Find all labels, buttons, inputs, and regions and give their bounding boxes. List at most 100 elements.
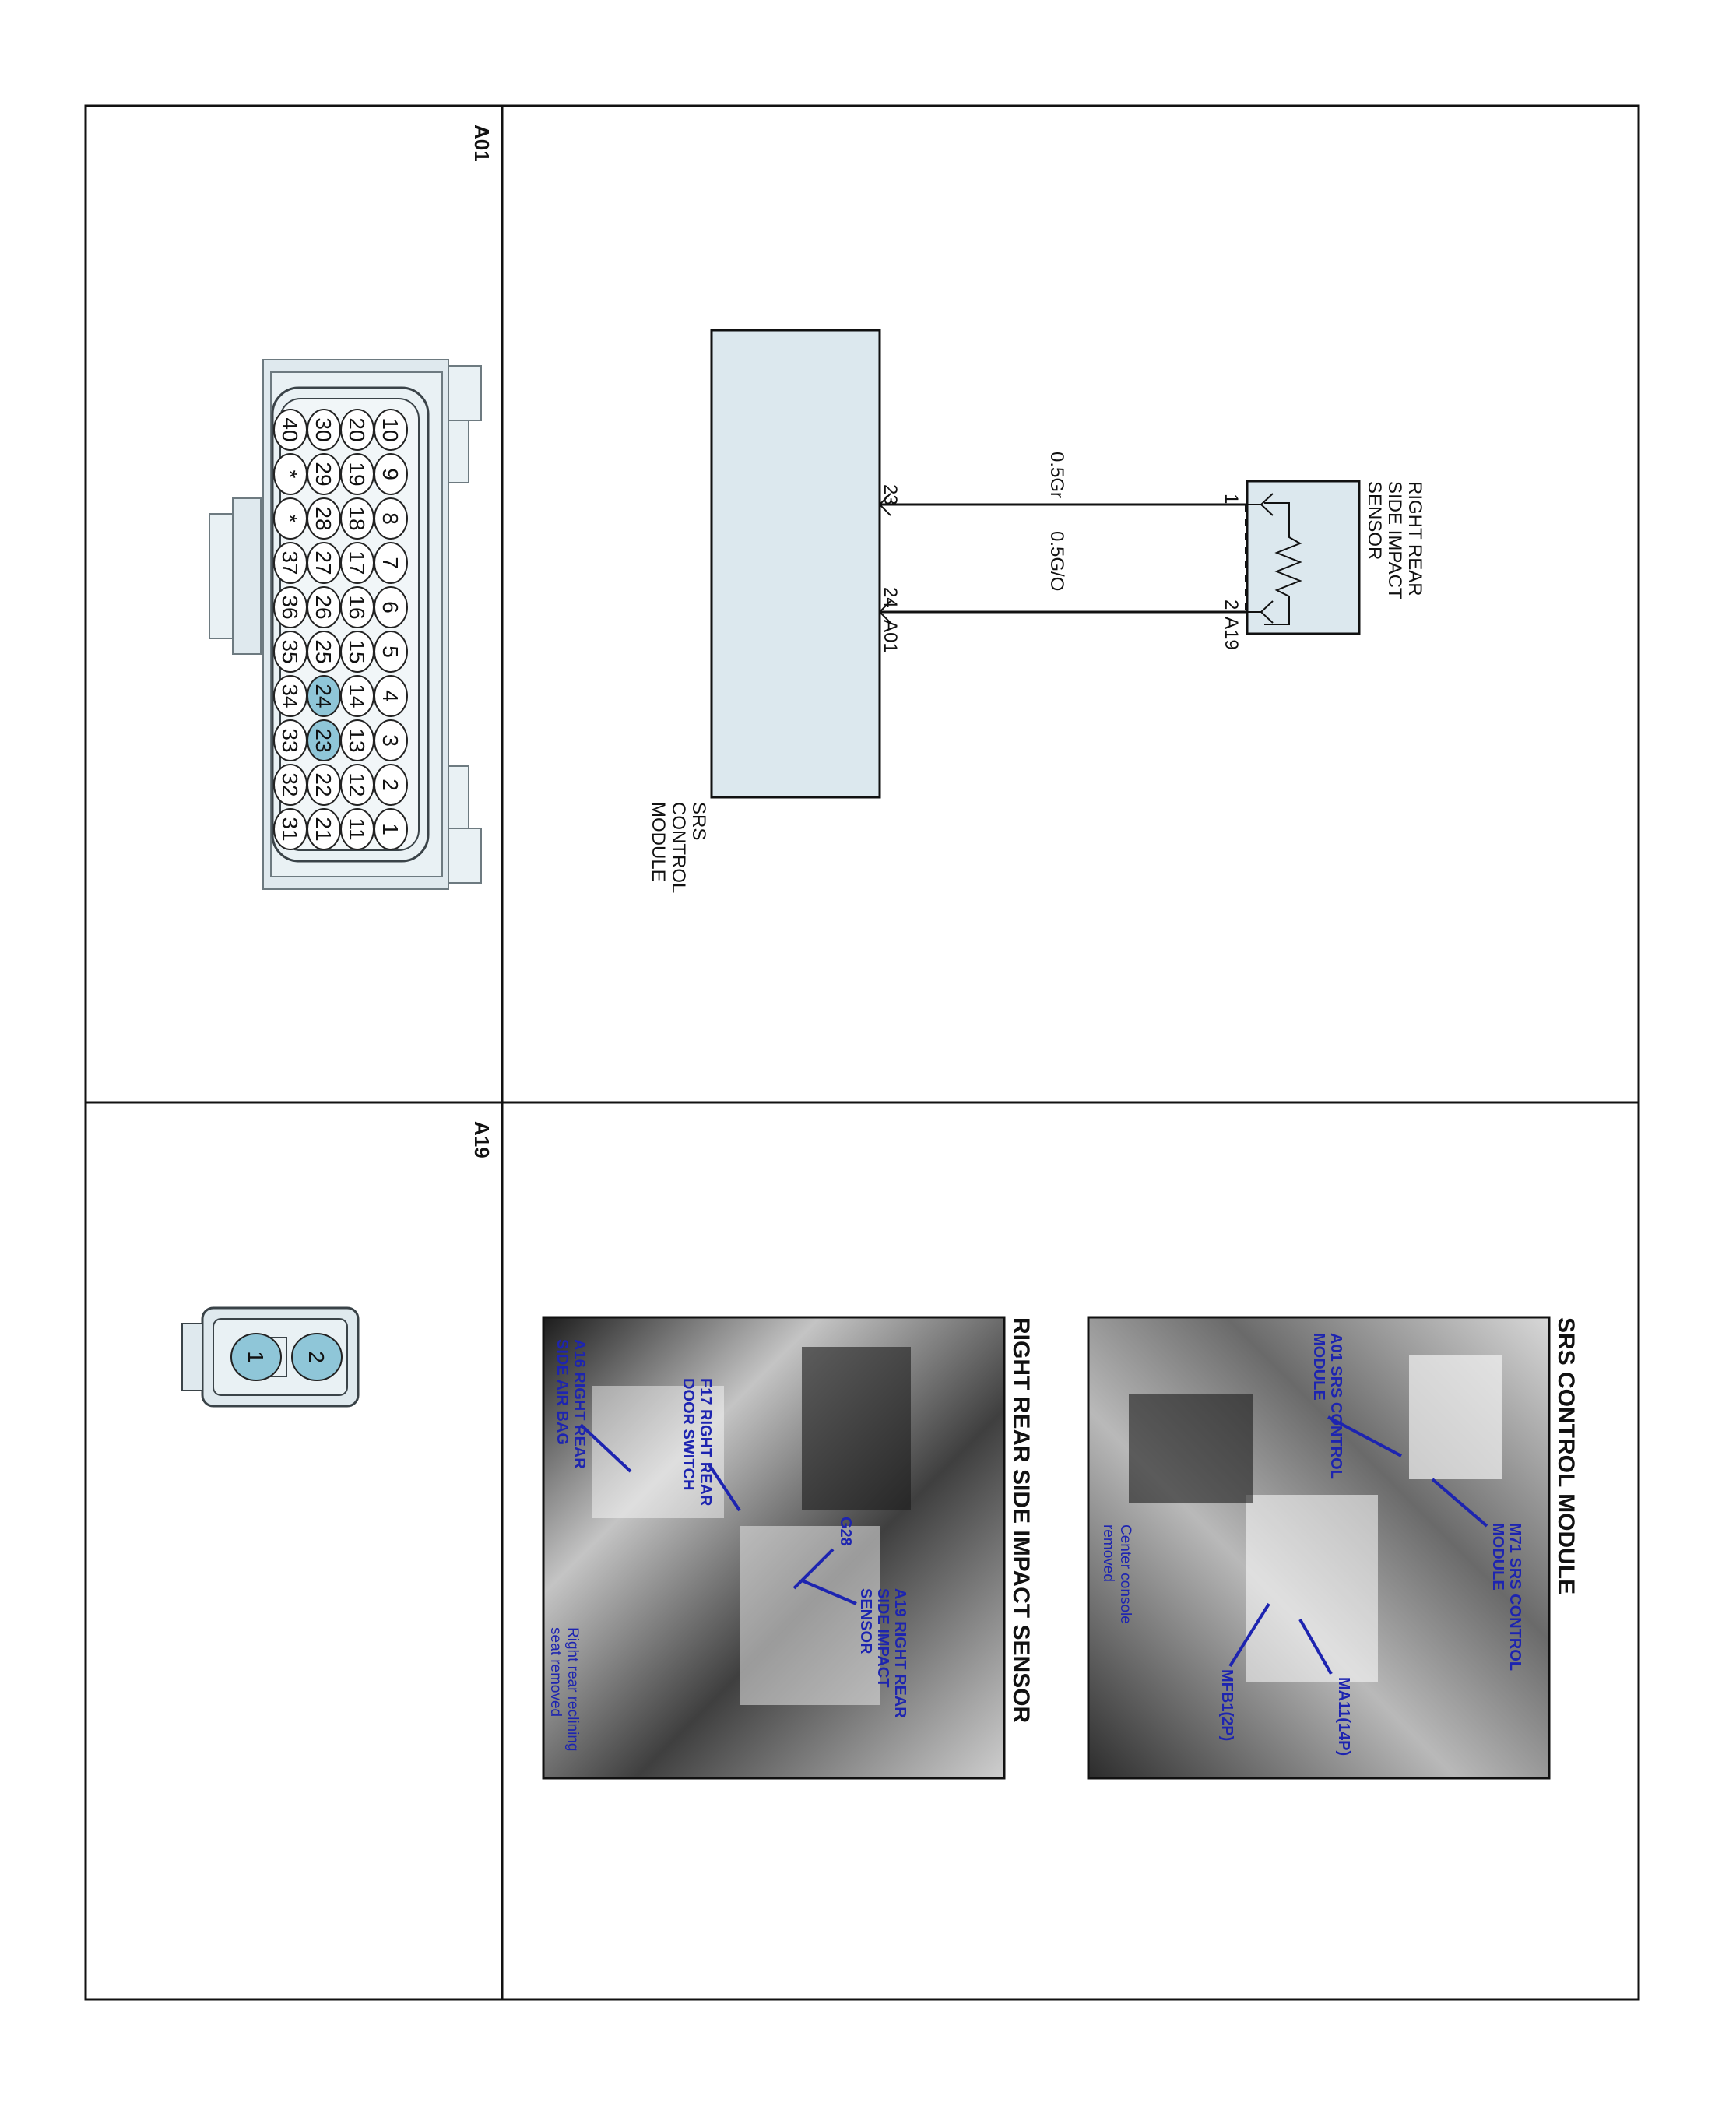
a01-pin-14: 14 [340,675,374,717]
callout-f17-right-rear-door-switch-1: F17 RIGHT REAR [697,1378,714,1507]
a01-pin-37: 37 [273,542,307,584]
a01-pin-18-label: 18 [345,506,369,530]
a01-connector-panel: A01 109876543212019181716151413121130292… [209,125,494,890]
a01-pin-8-label: 8 [378,512,402,525]
a01-pin-36: 36 [273,586,307,628]
sensor-pin-2-number: 2 [1221,599,1242,610]
callout-a19-arrow [801,1579,857,1605]
sensor-pin-1-number: 1 [1221,494,1242,504]
wire-color-gr: 0.5Gr [1046,452,1067,498]
a01-pin-13: 13 [340,719,374,761]
a01-pin-19: 19 [340,453,374,495]
a01-pin-26-label: 26 [311,595,336,619]
a01-pin-21-label: 21 [311,817,336,841]
a19-pin-2-label: 2 [304,1351,329,1363]
a01-pin-40: 40 [273,409,307,451]
a01-pin-30: 30 [307,409,341,451]
a19-connector-panel: A19 21 [181,1121,494,1408]
a01-pin-32-label: 32 [278,772,302,796]
a01-pin-32: 32 [273,764,307,806]
callout-m71-arrow [1431,1478,1488,1528]
callout-a16-right-rear-side-air-bag-1: A16 RIGHT REAR [571,1339,588,1469]
a01-pin-20: 20 [340,409,374,451]
a01-pin-10-label: 10 [378,417,402,441]
a01-pin-unused-3-1: * [273,453,307,495]
a01-pin-16-label: 16 [345,595,369,619]
module-label-line-2: CONTROL [668,802,689,893]
a19-connector-label: A19 [470,1121,494,1158]
callout-g28-arrow [792,1548,835,1590]
a01-pin-36-label: 36 [278,595,302,619]
a01-pin-9-label: 9 [378,468,402,480]
right-rear-side-impact-sensor-photo-panel: RIGHT REAR SIDE IMPACT SENSOR A16 RIGHT … [542,1316,1034,1780]
module-pin-24-number: 24 [880,587,901,608]
srs-control-module-symbol [710,329,881,799]
a01-pin-31-label: 31 [278,817,302,841]
callout-a01-arrow [1327,1415,1402,1457]
a19-pin-grid: 21 [230,1333,343,1381]
callout-m71-srs-control-module-1: M71 SRS CONTROL [1506,1523,1523,1671]
a01-pin-12: 12 [340,764,374,806]
a01-pin-6-label: 6 [378,601,402,614]
a01-pin-19-label: 19 [345,462,369,486]
callout-a19-right-rear-side-impact-sensor-2: SIDE IMPACT [874,1588,891,1687]
a01-pin-8: 8 [374,497,408,540]
a01-pin-37-label: 37 [278,550,302,575]
a01-pin-3: 3 [374,719,408,761]
a01-pin-2: 2 [374,764,408,806]
sensor-label-line-1: RIGHT REAR [1404,481,1425,596]
a01-connector-label: A01 [470,125,494,162]
module-connector-id: A01 [880,620,901,653]
a01-pin-9: 9 [374,453,408,495]
note-right-rear-reclining-seat-removed-2: seat removed [547,1627,564,1717]
note-center-console-removed-2: removed [1100,1524,1116,1582]
a01-pin-24: 24 [307,675,341,717]
module-label-line-1: SRS [688,802,709,840]
diagram-frame [84,104,1640,2001]
a01-pin-28-label: 28 [311,506,336,530]
a01-pin-16: 16 [340,586,374,628]
a01-pin-13-label: 13 [345,728,369,752]
a01-pin-29: 29 [307,453,341,495]
a01-pin-23-label: 23 [311,728,336,752]
a01-pin-unused-3-2: * [273,497,307,540]
a01-pin-30-label: 30 [311,417,336,441]
a01-pin-2-label: 2 [378,779,402,791]
a01-pin-1: 1 [374,808,408,850]
a01-pin-22: 22 [307,764,341,806]
a01-pin-33: 33 [273,719,307,761]
a01-pin-29-label: 29 [311,462,336,486]
sensor-label-line-3: SENSOR [1364,481,1385,560]
callout-mfb1-arrow [1228,1602,1270,1668]
a01-pin-18: 18 [340,497,374,540]
a01-pin-20-label: 20 [345,417,369,441]
callout-a16-arrow [579,1423,632,1473]
a01-pin-34-label: 34 [278,684,302,708]
a01-pin-17: 17 [340,542,374,584]
sensor-label-line-2: SIDE IMPACT [1384,481,1405,599]
a01-pin-17-label: 17 [345,550,369,575]
a01-pin-3-label: 3 [378,734,402,747]
a01-pin-14-label: 14 [345,684,369,708]
wire-color-g-o: 0.5G/O [1046,531,1067,591]
a01-pin-34: 34 [273,675,307,717]
a19-pin-2: 2 [291,1333,343,1381]
a01-pin-27-label: 27 [311,550,336,575]
callout-ma11-arrow [1298,1619,1333,1675]
a01-pin-24-label: 24 [311,684,336,708]
a01-pin-12-label: 12 [345,772,369,796]
a01-pin-27: 27 [307,542,341,584]
a01-pin-35-label: 35 [278,639,302,663]
a01-pin-33-label: 33 [278,728,302,752]
a01-pin-5-label: 5 [378,645,402,658]
callout-g28: G28 [837,1517,854,1546]
a01-pin-4-label: 4 [378,690,402,702]
a01-pin-unused-3-1-label: * [278,470,302,479]
a01-pin-grid: 1098765432120191817161514131211302928272… [273,409,408,850]
module-pin-23-number: 23 [880,484,901,505]
callout-f17-arrow [707,1462,741,1512]
a01-pin-25: 25 [307,631,341,673]
a01-pin-35: 35 [273,631,307,673]
a01-pin-1-label: 1 [378,823,402,835]
